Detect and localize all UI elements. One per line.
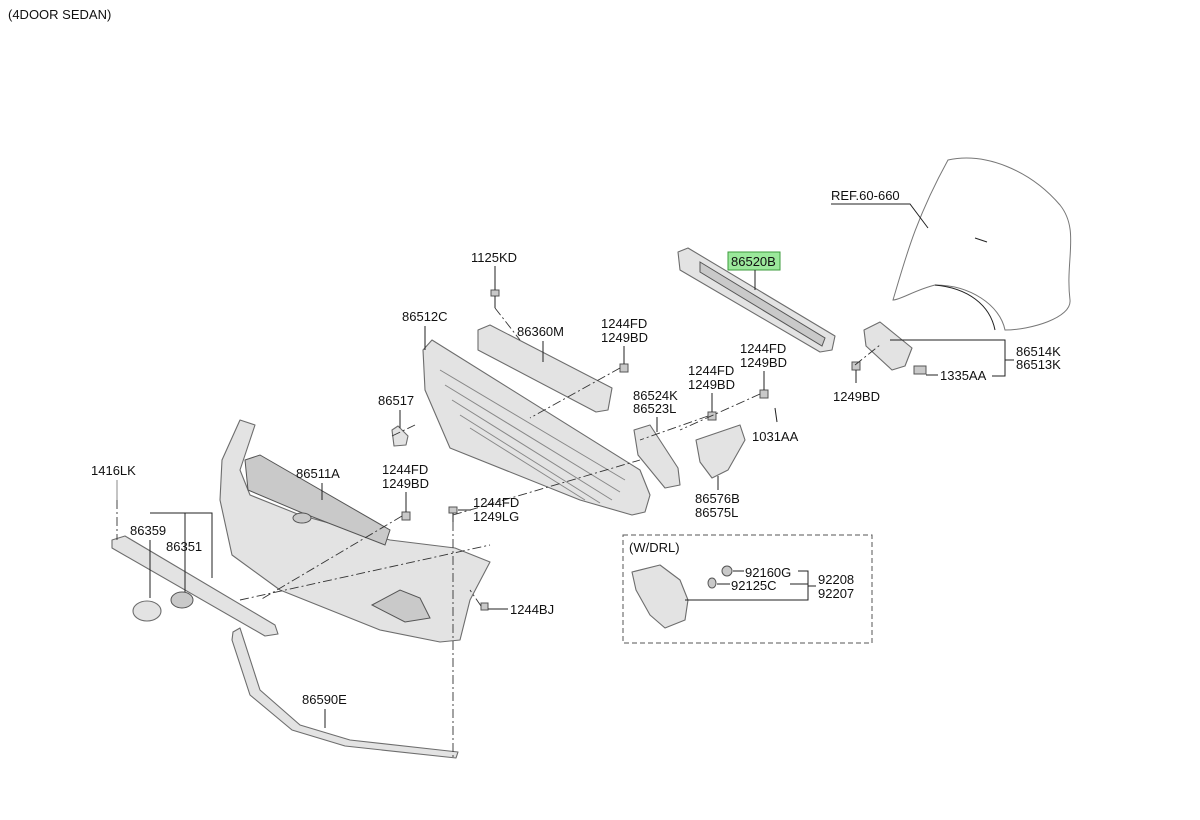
bracket-86524k[interactable]	[633, 424, 681, 489]
fog-lamp-recess	[370, 589, 431, 623]
label-86511a[interactable]: 86511A	[296, 466, 340, 481]
fender-outline	[892, 157, 1072, 331]
drl-lamp-92208[interactable]	[631, 564, 689, 629]
lower-moulding-86590e[interactable]	[231, 627, 459, 759]
leader-ref-60-660	[831, 203, 929, 229]
label-86517[interactable]: 86517	[378, 393, 414, 408]
bolt-1244fd-c[interactable]	[759, 389, 769, 399]
label-1125kd[interactable]: 1125KD	[471, 250, 517, 265]
label-86514k[interactable]: 86514K	[1016, 344, 1061, 359]
label-92208[interactable]: 92208	[818, 572, 854, 587]
label-86524k[interactable]: 86524K	[633, 388, 678, 403]
emblem-base	[170, 591, 194, 609]
label-86575l[interactable]: 86575L	[695, 505, 738, 520]
absorber-rib	[699, 261, 826, 347]
lower-grille-86351[interactable]	[111, 535, 279, 637]
label-86359[interactable]: 86359	[130, 523, 166, 538]
label-1249bd-e[interactable]: 1249BD	[382, 476, 429, 491]
label-92125c[interactable]: 92125C	[731, 578, 777, 593]
label-1244fd-b[interactable]: 1244FD	[688, 363, 734, 378]
label-1249bd-b[interactable]: 1249BD	[688, 377, 735, 392]
bolt-1125kd[interactable]	[490, 289, 500, 308]
label-86513k[interactable]: 86513K	[1016, 357, 1061, 372]
label-1244fd-a[interactable]: 1244FD	[601, 316, 647, 331]
drl-option-box	[622, 534, 873, 644]
label-86520b[interactable]: 86520B	[731, 254, 776, 269]
highlight-86520b	[727, 251, 781, 271]
assembly-lines	[116, 307, 881, 760]
label-86351[interactable]: 86351	[166, 539, 202, 554]
label-92207[interactable]: 92207	[818, 586, 854, 601]
label-1335aa[interactable]: 1335AA	[940, 368, 987, 383]
label-1249lg[interactable]: 1249LG	[473, 509, 519, 524]
page-title: (4DOOR SEDAN)	[8, 7, 111, 22]
label-1249bd-d[interactable]: 1249BD	[833, 389, 880, 404]
bracket-86576b[interactable]	[695, 424, 746, 479]
garnish-86517[interactable]	[391, 425, 409, 447]
bolt-1244fd-d[interactable]	[401, 511, 411, 521]
socket-92125c[interactable]	[707, 577, 717, 589]
bolt-1249bd-d[interactable]	[851, 361, 861, 383]
label-1244fd-d[interactable]: 1244FD	[382, 462, 428, 477]
emblem-hole	[292, 512, 312, 524]
bolt-1244bj[interactable]	[480, 602, 489, 611]
label-86576b[interactable]: 86576B	[695, 491, 740, 506]
label-1031aa[interactable]: 1031AA	[752, 429, 799, 444]
clip-1031aa[interactable]	[774, 407, 778, 423]
label-86512c[interactable]: 86512C	[402, 309, 448, 324]
label-1416lk[interactable]: 1416LK	[91, 463, 136, 478]
drl-box-label: (W/DRL)	[629, 540, 680, 555]
leader-86351-group	[150, 512, 213, 578]
bolt-1244fd-a[interactable]	[619, 363, 629, 373]
label-ref-60-660[interactable]: REF.60-660	[831, 188, 900, 203]
label-92160g[interactable]: 92160G	[745, 565, 791, 580]
label-1249bd-a[interactable]: 1249BD	[601, 330, 648, 345]
clip-1335aa[interactable]	[913, 365, 927, 375]
grille-upper-carrier-86360m[interactable]	[477, 324, 613, 413]
label-86360m[interactable]: 86360M	[517, 324, 564, 339]
label-1249bd-c[interactable]: 1249BD	[740, 355, 787, 370]
label-86590e[interactable]: 86590E	[302, 692, 347, 707]
bulb-92160g[interactable]	[721, 565, 733, 577]
emblem-86359[interactable]	[132, 600, 162, 622]
label-86523l[interactable]: 86523L	[633, 401, 676, 416]
bumper-upper-strip	[244, 454, 391, 546]
label-1244fd-e[interactable]: 1244FD	[473, 495, 519, 510]
label-1244fd-c[interactable]: 1244FD	[740, 341, 786, 356]
side-bracket-86514k[interactable]	[863, 321, 913, 371]
bolt-1244fd-e[interactable]	[448, 506, 458, 522]
label-1244bj[interactable]: 1244BJ	[510, 602, 554, 617]
